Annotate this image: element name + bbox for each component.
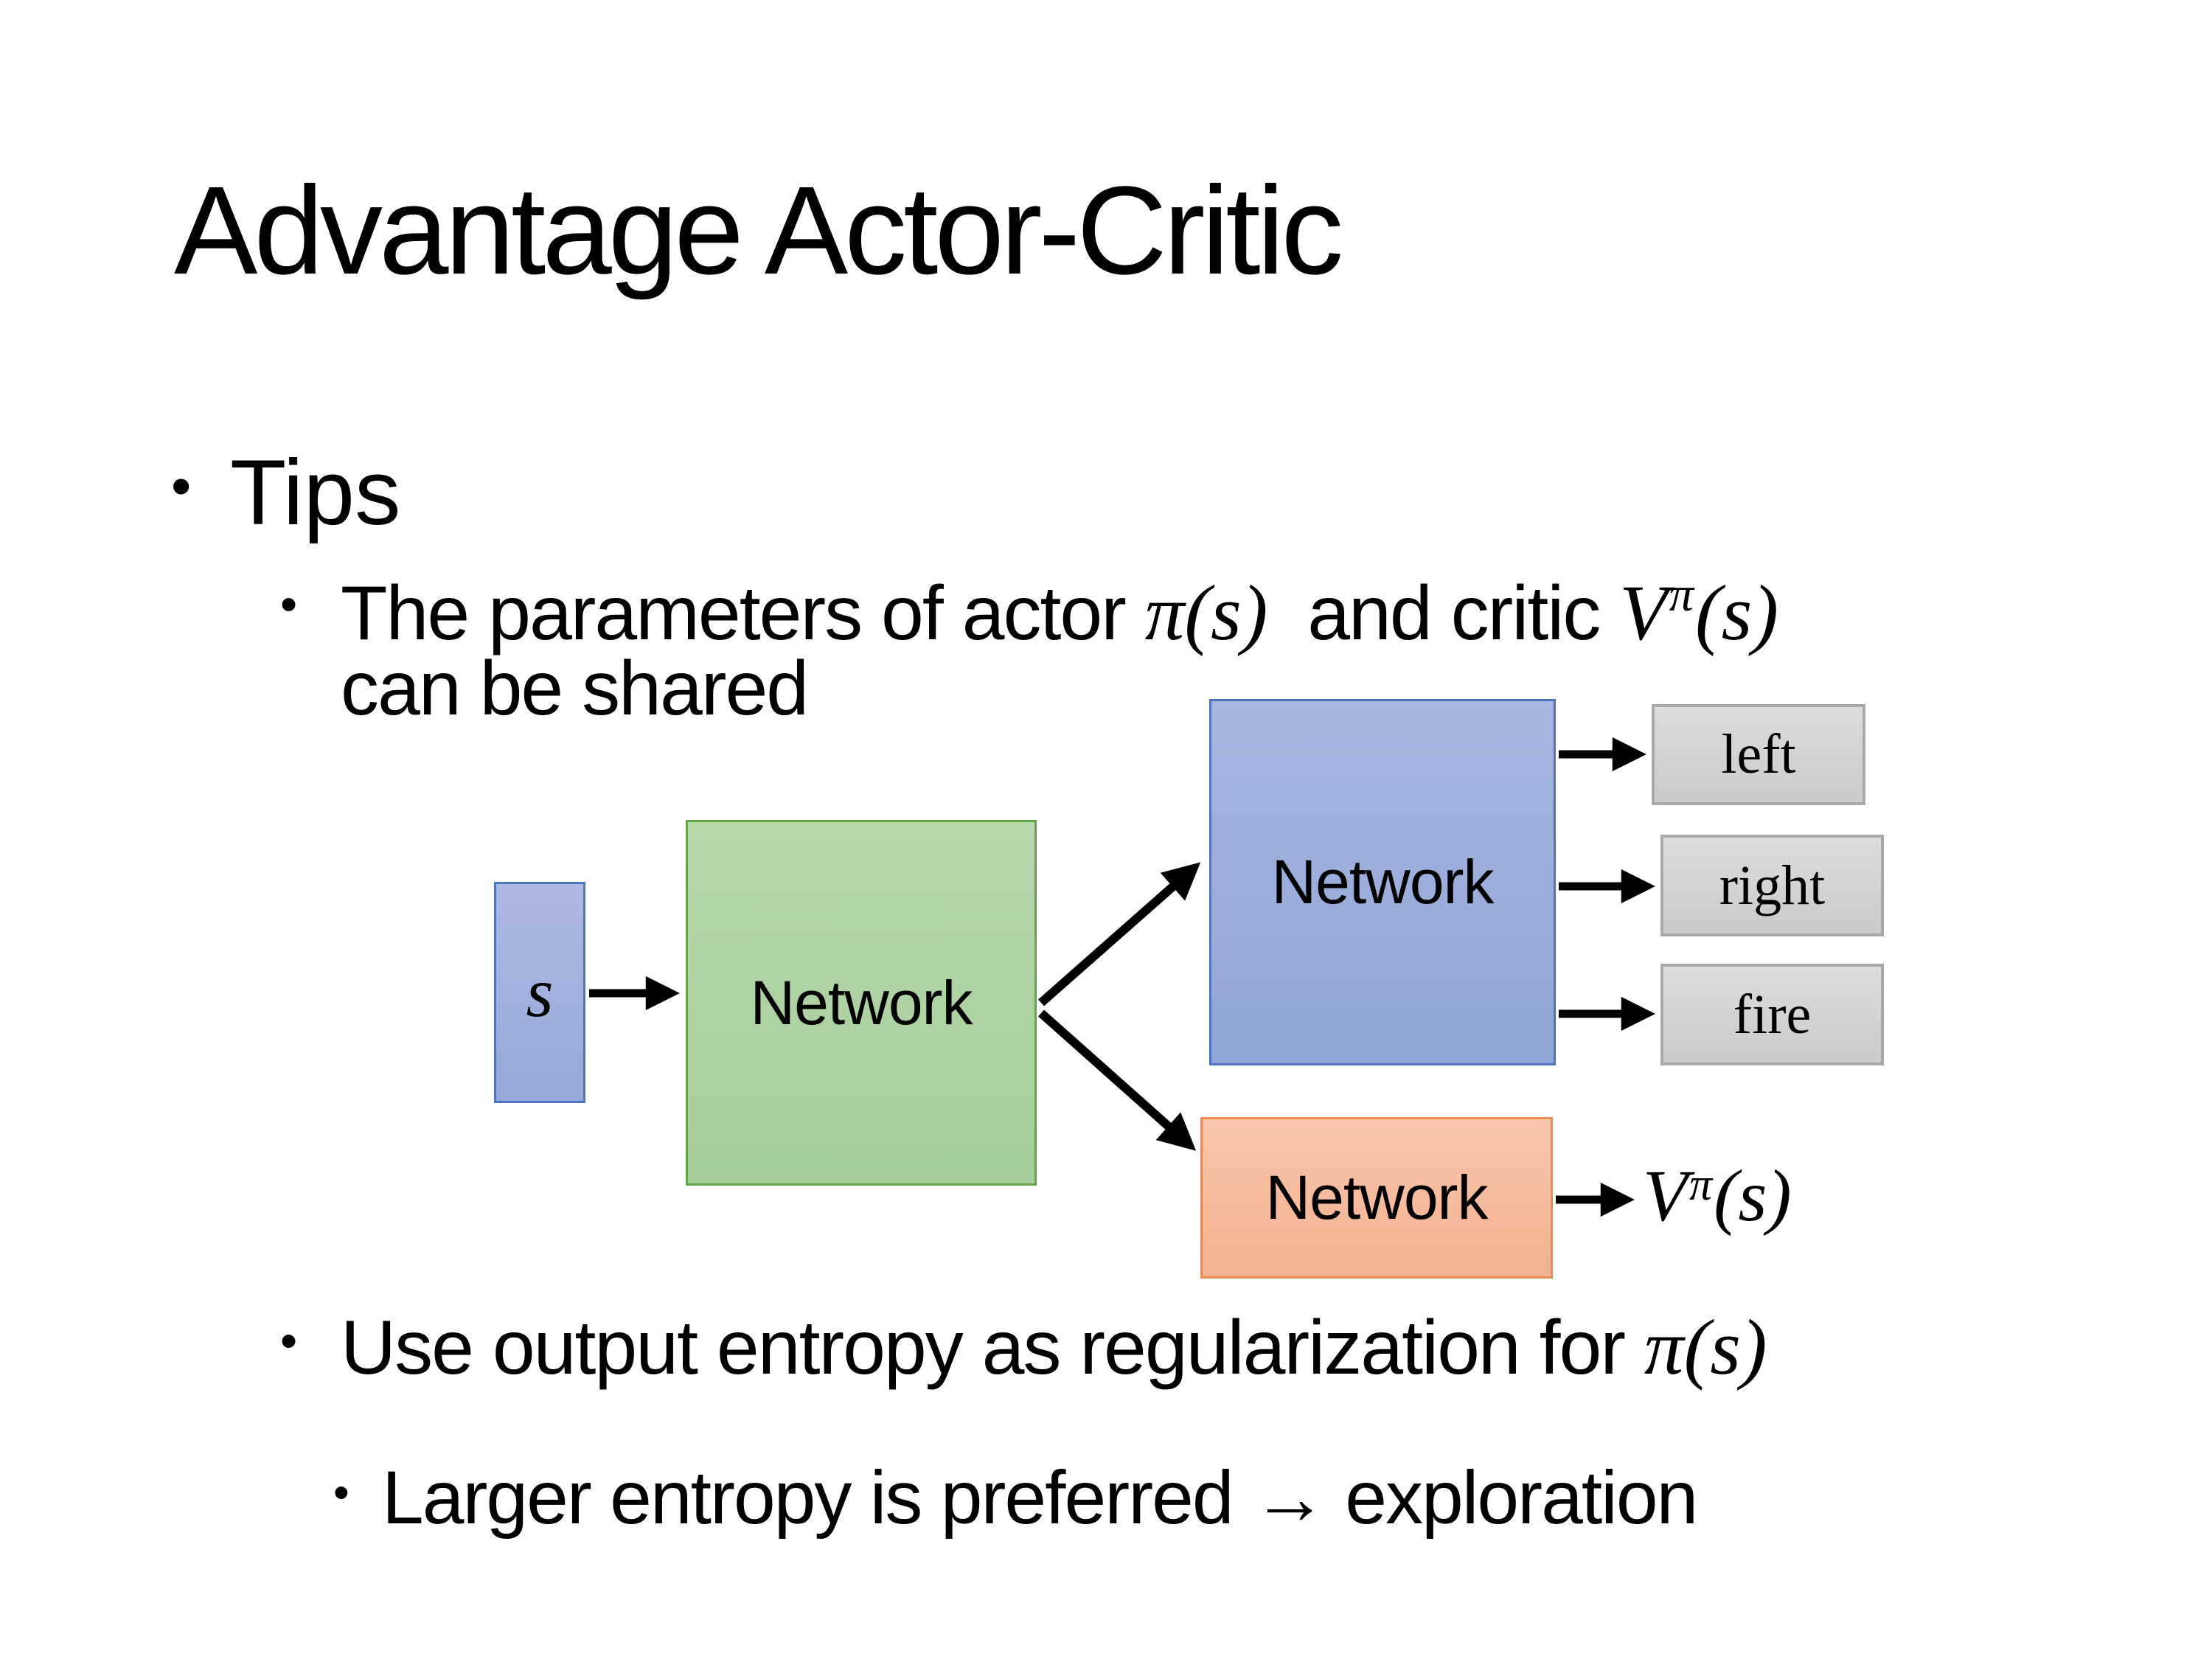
- entropy-pi-math: π(s): [1644, 1304, 1767, 1391]
- critic-network-label: Network: [1265, 1163, 1488, 1232]
- state-label: s: [526, 953, 554, 1032]
- bullet-larger-entropy: • Larger entropy is preferred → explorat…: [333, 1455, 1698, 1540]
- critic-v-args: (s): [1694, 569, 1778, 657]
- bullet-glyph: •: [333, 1467, 349, 1518]
- actor-network-box: Network: [1209, 699, 1556, 1065]
- bullet-glyph: •: [171, 453, 192, 518]
- bullet-parameters-text: The parameters of actor π(s) and critic …: [341, 557, 1778, 727]
- params-text2: and critic: [1267, 570, 1620, 656]
- state-box: s: [494, 882, 585, 1103]
- action-box-fire: fire: [1660, 964, 1884, 1065]
- action-box-left: left: [1652, 704, 1865, 805]
- actor-pi-math: π(s): [1144, 569, 1268, 657]
- value-output-label: Vπ(s): [1643, 1152, 1792, 1240]
- action-right-label: right: [1719, 854, 1826, 917]
- shared-network-box: Network: [686, 820, 1037, 1186]
- actor-network-label: Network: [1271, 847, 1494, 917]
- critic-v-math: Vπ(s): [1619, 568, 1778, 657]
- action-box-right: right: [1660, 835, 1884, 936]
- bullet-entropy-text: Use output entropy as regularization for…: [341, 1307, 1767, 1389]
- entropy-text1: Use output entropy as regularization for: [341, 1305, 1644, 1391]
- shared-network-label: Network: [750, 967, 973, 1037]
- critic-network-box: Network: [1200, 1117, 1553, 1279]
- action-left-label: left: [1721, 723, 1796, 785]
- arrow-shared-to-critic: [1038, 1009, 1197, 1151]
- params-line2: can be shared: [341, 645, 809, 731]
- value-v: V: [1643, 1155, 1688, 1237]
- bullet-glyph: •: [280, 1313, 298, 1368]
- value-args: (s): [1714, 1155, 1792, 1237]
- bullet-larger-entropy-label: Larger entropy is preferred → exploratio…: [382, 1455, 1698, 1540]
- critic-v-sup: π: [1669, 568, 1694, 622]
- bullet-glyph: •: [280, 577, 298, 631]
- bullet-parameters-shared: • The parameters of actor π(s) and criti…: [280, 557, 1778, 727]
- page-title: Advantage Actor-Critic: [174, 161, 1343, 301]
- params-text1: The parameters of actor: [341, 570, 1145, 656]
- bullet-tips-label: Tips: [230, 442, 401, 544]
- critic-v: V: [1619, 569, 1668, 657]
- arrow-shared-to-actor: [1038, 862, 1201, 1006]
- action-fire-label: fire: [1733, 983, 1812, 1046]
- bullet-tips: • Tips: [171, 447, 401, 539]
- bullet-entropy-regularization: • Use output entropy as regularization f…: [280, 1307, 1767, 1389]
- value-sup: π: [1689, 1159, 1713, 1210]
